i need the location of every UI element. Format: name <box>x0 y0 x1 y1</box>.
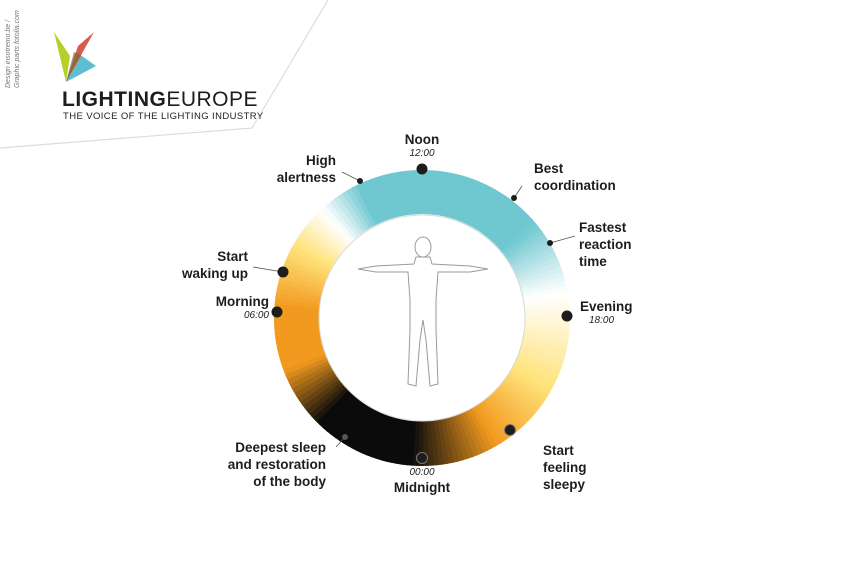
label-best-coordination: Best coordination <box>534 161 616 193</box>
label-midnight-title: Midnight <box>393 480 451 495</box>
label-start-waking: Start waking up <box>181 249 248 281</box>
marker-morning <box>271 306 283 318</box>
marker-evening <box>561 310 573 322</box>
brand-name-bold: LIGHTING <box>62 88 167 111</box>
marker-best-coordination <box>511 195 517 201</box>
label-morning: Morning 06:00 <box>196 293 269 322</box>
brand-tagline: THE VOICE OF THE LIGHTING INDUSTRY <box>63 111 264 122</box>
label-fastest-reaction: Fastest reaction time <box>579 220 632 269</box>
brand-name: LIGHTINGEUROPE <box>62 88 258 112</box>
label-midnight: 00:00 Midnight <box>382 467 462 496</box>
brand-name-light: EUROPE <box>166 88 259 111</box>
label-noon: Noon 12:00 <box>392 131 452 160</box>
label-noon-title: Noon <box>404 132 440 147</box>
marker-start-waking <box>277 266 289 278</box>
marker-high-alertness <box>357 178 363 184</box>
label-deepest-sleep: Deepest sleep and restoration of the bod… <box>227 440 326 489</box>
header-panel <box>0 0 329 149</box>
label-morning-title: Morning <box>215 294 269 309</box>
label-midnight-time: 00:00 <box>409 467 435 478</box>
lightingeurope-logo-icon <box>54 32 96 82</box>
label-evening: Evening 18:00 <box>580 298 646 327</box>
marker-fastest-reaction <box>547 240 553 246</box>
marker-midnight <box>416 452 428 464</box>
label-high-alertness: High alertness <box>276 153 336 185</box>
human-figure-icon <box>357 236 489 387</box>
label-evening-title: Evening <box>580 299 633 314</box>
marker-deepest-sleep <box>342 434 348 440</box>
ring-markers <box>271 163 573 464</box>
label-start-sleepy: Start feeling sleepy <box>543 443 587 492</box>
label-noon-time: 12:00 <box>409 148 435 159</box>
marker-noon <box>416 163 428 175</box>
label-morning-time: 06:00 <box>243 310 269 321</box>
label-evening-time: 18:00 <box>589 315 615 326</box>
marker-start-sleepy <box>504 424 516 436</box>
